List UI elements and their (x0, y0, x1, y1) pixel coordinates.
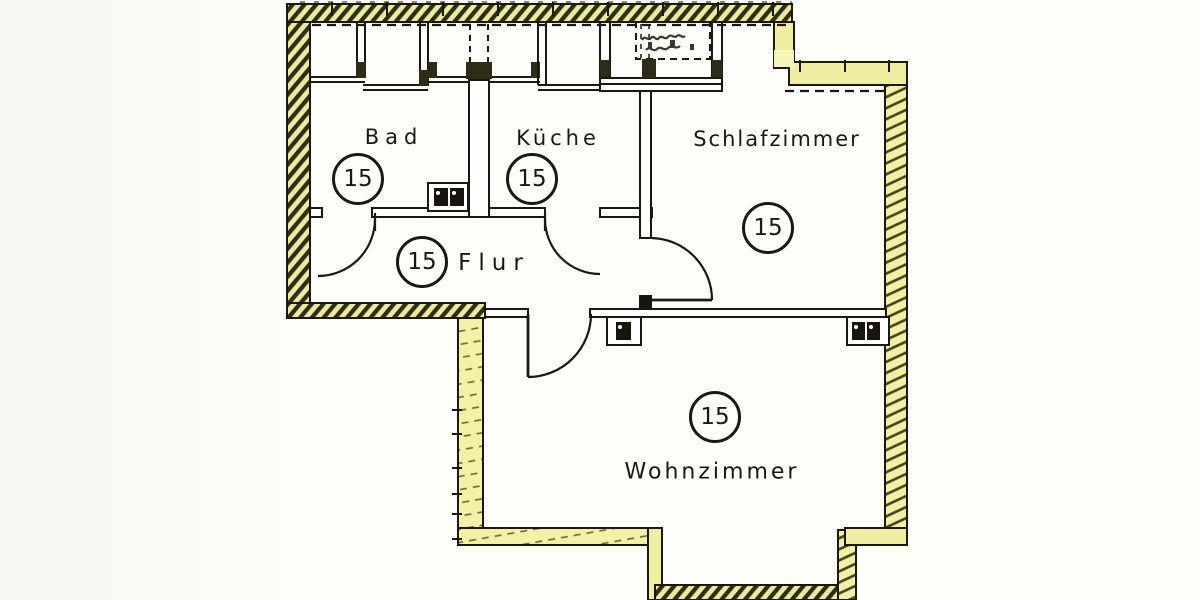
exterior-walls (286, 3, 908, 600)
corner-block (774, 50, 794, 67)
niche-wohnzimmer-left (606, 316, 642, 346)
wall-bad-south-stub (309, 207, 323, 218)
window-post-icon (356, 62, 366, 78)
wall-hatch-block (466, 62, 492, 79)
wall-dashed-mullion (469, 24, 489, 62)
radiator-icon (867, 322, 880, 340)
radiator-highlight (854, 325, 858, 329)
room-label-schlafzimmer: Schlafzimmer (693, 127, 861, 151)
wall-tick-marks-left (452, 409, 462, 540)
window-post-icon (531, 62, 540, 78)
door-swing-kueche (543, 218, 601, 276)
window-post-icon (419, 70, 429, 86)
wall-kueche-south-left (488, 207, 546, 218)
wall-dashed-mullion (640, 24, 650, 58)
window-bay-b (363, 22, 429, 91)
room-label-kueche: Küche (516, 126, 600, 150)
wall-top-exterior (286, 3, 793, 23)
wall-divider-stub (639, 295, 652, 311)
wall-wohnzimmer-bottom-right (844, 527, 908, 546)
scribble-mark (648, 42, 652, 49)
radiator-highlight (436, 191, 440, 195)
wall-flur-bottom (286, 302, 486, 319)
wall-flur-schlafzimmer-divider (639, 90, 652, 239)
window-post-icon (712, 60, 722, 78)
radiator-niches (427, 182, 890, 346)
radiator-icon (852, 322, 865, 340)
scribble-mark (670, 40, 675, 48)
radiator-icon (434, 188, 448, 206)
room-label-wohnzimmer: Wohnzimmer (624, 459, 800, 485)
interior-walls (309, 79, 887, 318)
scribble-mark (690, 44, 694, 50)
radiator-icon (450, 188, 464, 206)
wall-wohnzimmer-north-left (484, 308, 529, 318)
wall-bay-left (647, 527, 663, 600)
radiator-highlight (618, 325, 622, 329)
wall-wohnzimmer-north-right (589, 308, 887, 318)
wall-bay-bottom (654, 584, 856, 600)
radiator-icon (616, 322, 631, 340)
room-number-wohnzimmer: 15 (689, 391, 741, 443)
room-number-flur: 15 (396, 236, 448, 288)
window-bays (300, 1, 890, 540)
door-swing-wohnzimmer (527, 313, 593, 379)
room-number-bad: 15 (332, 153, 384, 205)
room-label-bad: Bad (364, 125, 424, 149)
doors (317, 213, 714, 379)
window-dashed-frame (635, 21, 711, 60)
window-tick-marks (799, 60, 890, 72)
wall-bad-kueche-divider (468, 79, 490, 218)
door-swing-bad (317, 218, 377, 278)
window-bay-d (537, 22, 602, 91)
window-post-icon (428, 62, 437, 78)
radiator-highlight (452, 191, 456, 195)
room-number-schlafzimmer: 15 (742, 202, 794, 254)
window-bay-a (310, 22, 366, 83)
room-label-flur: Flur (458, 250, 530, 276)
window-band-schlafzimmer (788, 61, 908, 86)
wall-wohnzimmer-left (457, 317, 484, 531)
wall-right-exterior (884, 84, 908, 546)
wall-tick-marks (331, 2, 774, 16)
door-swing-schlafzimmer (651, 236, 714, 301)
wall-left-exterior (286, 3, 311, 319)
window-post-icon (642, 59, 656, 78)
window-post-icon (600, 60, 610, 78)
radiator-highlight (869, 325, 873, 329)
room-number-kueche: 15 (506, 153, 558, 205)
wall-wohnzimmer-bottom-left (457, 527, 663, 546)
